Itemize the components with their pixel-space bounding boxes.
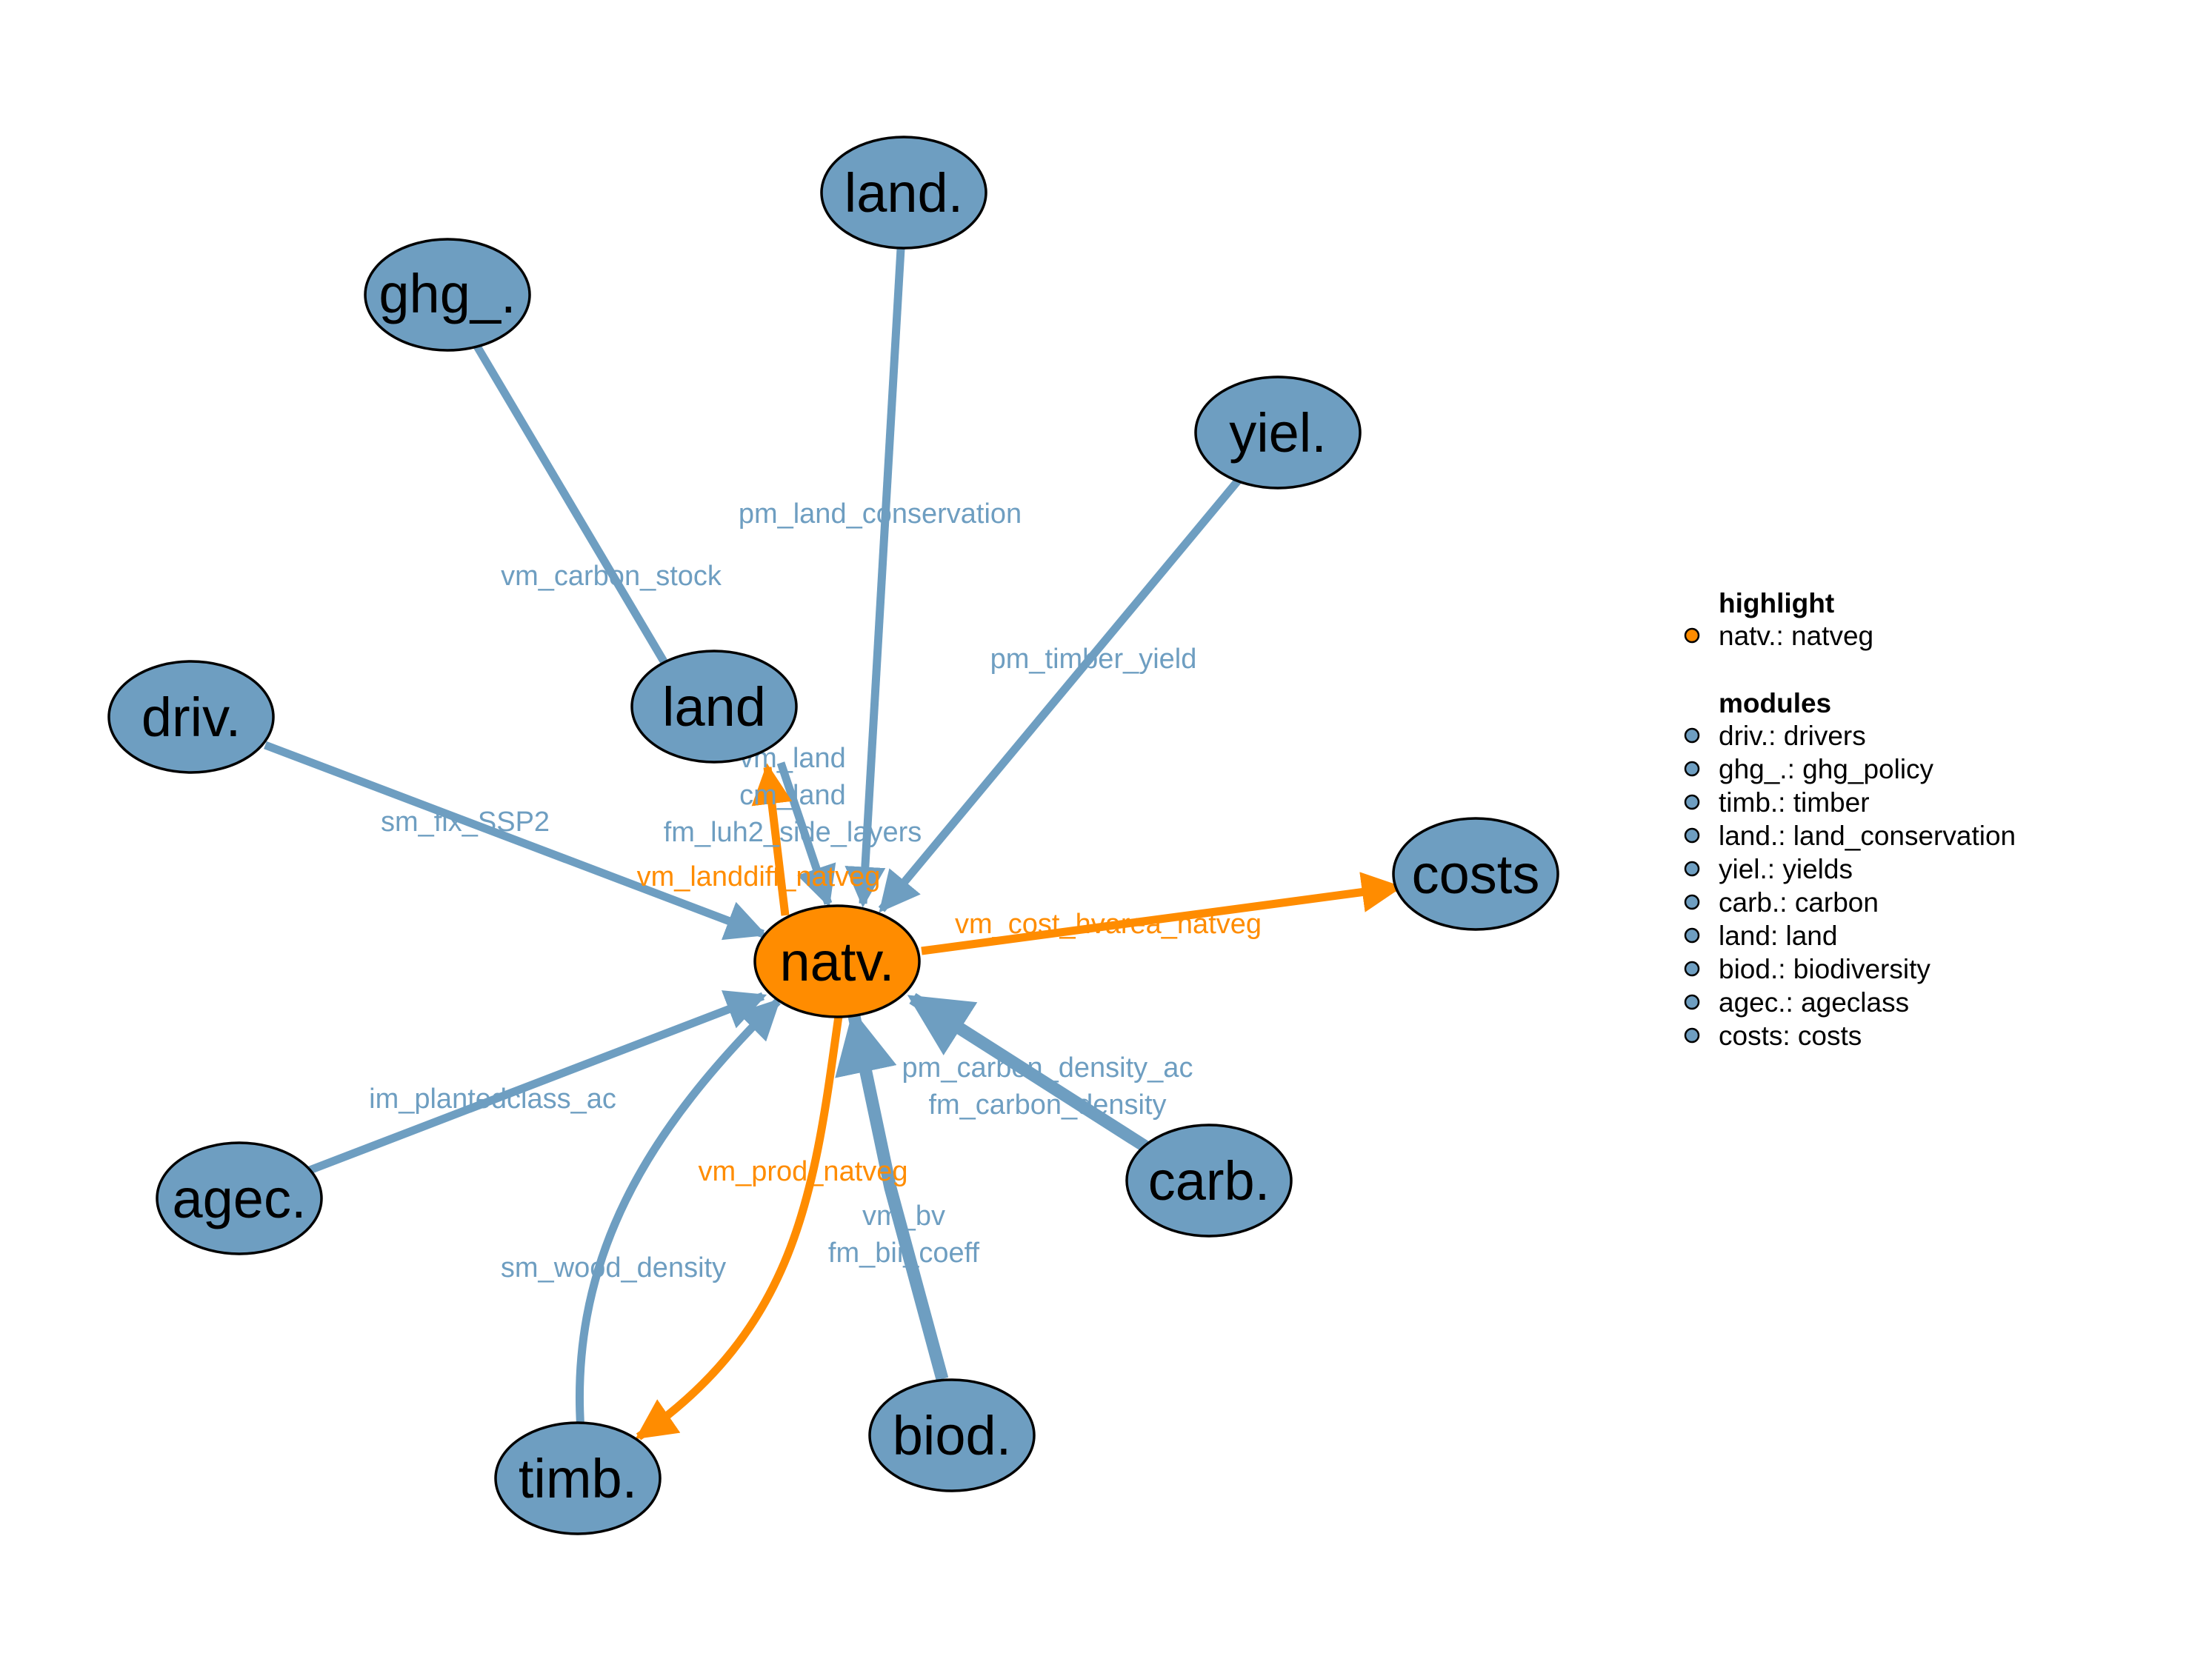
node-land[interactable]: land <box>630 650 798 764</box>
legend-module-label: costs: costs <box>1719 1021 1862 1051</box>
edge-agec-to-natv <box>308 990 767 1175</box>
node-label-carbon: carb. <box>1148 1150 1270 1212</box>
legend-module-item: ghg_.: ghg_policy <box>1684 754 1934 784</box>
label-vm-bv: vm_bv <box>862 1201 945 1232</box>
node-label-natveg: natv. <box>780 931 895 992</box>
label-vm-landdiff-natveg: vm_landdiff_natveg <box>637 861 881 892</box>
legend-module-label: land.: land_conservation <box>1719 821 2016 851</box>
edge-natv-to-timb <box>635 1015 843 1441</box>
legend-module-item: costs: costs <box>1684 1021 1862 1051</box>
edge-ghg-to-land <box>473 343 670 667</box>
node-label-drivers: driv. <box>141 687 241 748</box>
node-label-costs: costs <box>1412 844 1540 905</box>
legend-module-label: carb.: carbon <box>1719 887 1879 918</box>
node-label-yields: yiel. <box>1229 402 1327 464</box>
edge-carb-to-natv <box>907 992 1165 1163</box>
node-label-biodiversity: biod. <box>893 1405 1011 1466</box>
legend-module-label: biod.: biodiversity <box>1719 954 1930 984</box>
node-ageclass[interactable]: agec. <box>156 1141 323 1255</box>
edge-yiel-to-natv <box>878 477 1242 913</box>
legend-module-item: yiel.: yields <box>1684 854 1853 884</box>
node-land-conservation[interactable]: land. <box>820 136 987 250</box>
legend-module-item: timb.: timber <box>1684 787 1870 818</box>
node-yields[interactable]: yiel. <box>1194 375 1362 490</box>
legend-module-label: driv.: drivers <box>1719 721 1866 751</box>
legend-highlight-title: highlight <box>1719 588 1834 618</box>
node-timber[interactable]: timb. <box>494 1421 662 1535</box>
legend-module-label: timb.: timber <box>1719 787 1870 818</box>
legend-highlight-item: natv.: natveg <box>1684 621 1873 651</box>
edge-biod-to-natv <box>835 1009 949 1381</box>
legend-module-item: carb.: carbon <box>1684 887 1879 918</box>
label-vm-prod-natveg: vm_prod_natveg <box>698 1156 907 1187</box>
label-cm-land: cm_land <box>739 780 846 811</box>
edge-labels: vm_carbon_stock pm_land_conservation pm_… <box>369 498 1262 1284</box>
legend-module-label: land: land <box>1719 921 1837 951</box>
label-vm-cost-hvarea-natveg: vm_cost_hvarea_natveg <box>955 909 1262 940</box>
edge-landcons-to-natv <box>845 248 905 908</box>
node-label-ageclass: agec. <box>172 1168 306 1229</box>
node-carbon[interactable]: carb. <box>1125 1124 1293 1238</box>
label-im-plantedclass-ac: im_plantedclass_ac <box>369 1084 616 1115</box>
node-natveg[interactable]: natv. <box>753 904 921 1018</box>
label-sm-wood-density: sm_wood_density <box>501 1252 726 1284</box>
legend-module-label: yiel.: yields <box>1719 854 1853 884</box>
edge-natv-to-land <box>751 763 793 916</box>
label-pm-land-conservation: pm_land_conservation <box>739 498 1022 530</box>
node-label-ghg-policy: ghg_. <box>379 263 516 324</box>
node-biodiversity[interactable]: biod. <box>868 1378 1036 1492</box>
node-label-timber: timb. <box>519 1448 637 1509</box>
legend-modules-title: modules <box>1719 688 1831 718</box>
label-fm-bii-coeff: fm_bii_coeff <box>828 1238 980 1269</box>
node-costs[interactable]: costs <box>1392 817 1559 931</box>
label-pm-carbon-density-ac: pm_carbon_density_ac <box>902 1052 1193 1084</box>
legend-module-items: driv.: drivers ghg_.: ghg_policy timb.: … <box>1684 721 2016 1051</box>
legend-module-item: biod.: biodiversity <box>1684 954 1930 984</box>
node-label-land-conservation: land. <box>845 162 963 224</box>
legend: highlight natv.: natveg modules driv.: d… <box>1684 588 2016 1051</box>
legend-module-item: land: land <box>1684 921 1837 951</box>
label-fm-luh2-side-layers: fm_luh2_side_layers <box>664 817 922 848</box>
edge-timb-to-natv <box>576 998 781 1449</box>
edge-natv-to-costs <box>921 872 1403 955</box>
node-drivers[interactable]: driv. <box>107 660 275 774</box>
legend-highlight-label: natv.: natveg <box>1719 621 1873 651</box>
edge-driv-to-natv <box>264 741 767 941</box>
label-sm-fix-ssp2: sm_fix_SSP2 <box>381 807 550 838</box>
legend-module-item: land.: land_conservation <box>1684 821 2016 851</box>
node-ghg-policy[interactable]: ghg_. <box>364 238 531 352</box>
label-vm-carbon-stock: vm_carbon_stock <box>501 561 722 592</box>
label-pm-timber-yield: pm_timber_yield <box>990 644 1197 675</box>
legend-module-label: agec.: ageclass <box>1719 987 1909 1018</box>
node-label-land: land <box>662 676 766 738</box>
label-fm-carbon-density: fm_carbon_density <box>928 1089 1166 1121</box>
legend-module-item: driv.: drivers <box>1684 721 1866 751</box>
legend-module-label: ghg_.: ghg_policy <box>1719 754 1934 784</box>
legend-module-item: agec.: ageclass <box>1684 987 1909 1018</box>
